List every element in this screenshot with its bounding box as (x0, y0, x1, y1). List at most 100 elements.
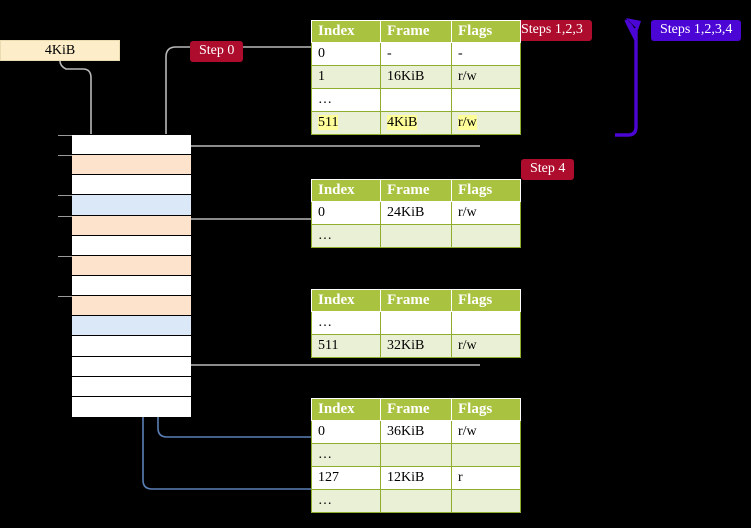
table-cell: 12KiB (380, 466, 452, 490)
table-header-index: Index (311, 20, 381, 43)
table-cell: 24KiB (380, 201, 452, 225)
memory-row (72, 376, 191, 397)
table-cell: 127 (311, 466, 381, 490)
table-header-frame: Frame (380, 289, 452, 312)
memory-row (58, 255, 191, 276)
memory-column (58, 134, 191, 417)
memory-row-tick (58, 215, 72, 217)
table-row: 511 32KiB r/w (311, 334, 521, 358)
table-cell: 511 (311, 111, 381, 135)
memory-row (58, 155, 191, 176)
memory-size-box: 4KiB (0, 40, 120, 61)
table-header-index: Index (311, 179, 381, 202)
table-row: 0-- (311, 42, 521, 66)
table-cell: - (380, 42, 452, 66)
table-cell: … (311, 311, 381, 335)
memory-size-label: 4KiB (44, 42, 76, 58)
badge-steps-1-2-3-4-label: Steps 1,2,3,4 (660, 22, 733, 37)
memory-row-tick (58, 195, 72, 197)
table-row: 511 4KiB r/w (311, 111, 521, 135)
table-cell: r/w (451, 334, 521, 358)
table-row: 127 12KiB r (311, 466, 521, 490)
table-cell: r/w (451, 201, 521, 225)
table-cell-text: 4KiB (387, 115, 418, 130)
table-cell: 16KiB (380, 65, 452, 89)
memory-row (58, 215, 191, 236)
memory-row (72, 316, 191, 337)
badge-step-4: Step 4 (521, 159, 575, 181)
table-cell (451, 88, 521, 112)
table-cell-text: … (318, 447, 333, 462)
table-cell (451, 224, 521, 248)
memory-row (72, 235, 191, 256)
memory-row-tick (58, 255, 72, 257)
badge-steps-1-2-3-4: Steps 1,2,3,4 (651, 20, 742, 42)
badge-step-4-label: Step 4 (530, 161, 566, 176)
table-header-frame: Frame (380, 20, 452, 43)
badge-step-0: Step 0 (190, 41, 244, 63)
table-row: 0 36KiB r/w (311, 420, 521, 444)
table-cell (451, 311, 521, 335)
table-cell (451, 489, 521, 513)
table-cell-text: r/w (458, 205, 477, 220)
table-cell: 0 (311, 420, 381, 444)
memory-row (72, 396, 191, 417)
table-cell: 36KiB (380, 420, 452, 444)
table-cell (451, 443, 521, 467)
table-header-flags: Flags (451, 20, 521, 43)
table-row: … (311, 224, 521, 248)
table-cell-text: r/w (458, 424, 477, 439)
table-cell-text: 36KiB (387, 424, 425, 439)
table-cell (380, 489, 452, 513)
table-cell-text: 511 (318, 115, 339, 130)
table-cell-text: … (318, 92, 333, 107)
memory-row (72, 276, 191, 297)
table-cell: 0 (311, 42, 381, 66)
table-cell-text: 0 (318, 205, 325, 220)
table-header-index: Index (311, 398, 381, 421)
table-row: … (311, 489, 521, 513)
memory-row (72, 336, 191, 357)
table-row: … (311, 88, 521, 112)
table-cell-text: 127 (318, 470, 339, 485)
table-cell: 32KiB (380, 334, 452, 358)
memory-row-tick (58, 135, 72, 136)
table-cell: 0 (311, 201, 381, 225)
table-cell (380, 443, 452, 467)
table-cell-text: … (318, 493, 333, 508)
table-header-flags: Flags (451, 398, 521, 421)
table-cell-text: - (387, 46, 392, 61)
memory-row (72, 175, 191, 196)
table-cell-text: 511 (318, 338, 339, 353)
table-cell: r/w (451, 111, 521, 135)
table-cell-text: 24KiB (387, 205, 425, 220)
table-cell-text: 0 (318, 424, 325, 439)
table-cell: … (311, 443, 381, 467)
table-cell-text: 16KiB (387, 69, 425, 84)
memory-row (58, 135, 191, 156)
table-header-frame: Frame (380, 179, 452, 202)
table-cell: r/w (451, 65, 521, 89)
table-cell-text: 0 (318, 46, 325, 61)
table-cell-text: r/w (458, 115, 477, 130)
table-header-frame: Frame (380, 398, 452, 421)
table-cell-text: 32KiB (387, 338, 425, 353)
table-cell (380, 311, 452, 335)
wire-steps-purple (615, 18, 641, 137)
badge-steps-1-2-3: Steps 1,2,3 (512, 20, 592, 42)
table-cell: r (451, 466, 521, 490)
table-cell: 4KiB (380, 111, 452, 135)
memory-row (58, 296, 191, 317)
badge-step-0-label: Step 0 (199, 43, 235, 58)
table-cell: … (311, 88, 381, 112)
table-cell (380, 88, 452, 112)
table-cell (380, 224, 452, 248)
table-cell-text: … (318, 228, 333, 243)
table-header-flags: Flags (451, 179, 521, 202)
table-cell-text: r (458, 470, 463, 485)
